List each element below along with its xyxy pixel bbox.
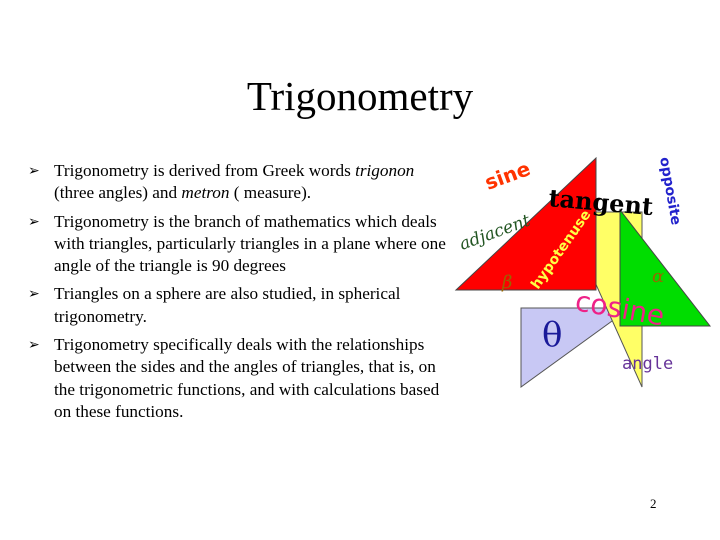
bullet-text-italic: metron bbox=[181, 183, 230, 203]
lavender-triangle bbox=[520, 307, 632, 388]
trigonometry-illustration: sine tangent opposite adjacent hypotenus… bbox=[454, 156, 712, 388]
slide-title: Trigonometry bbox=[246, 73, 474, 119]
bullet-item: ➢ Trigonometry is the branch of mathemat… bbox=[28, 211, 448, 278]
green-triangle bbox=[619, 208, 712, 327]
bullet-text: ( measure). bbox=[229, 183, 312, 203]
red-triangle bbox=[454, 156, 597, 291]
alpha-label: α bbox=[652, 266, 664, 287]
page-number: 2 bbox=[650, 496, 657, 511]
bullet-item: ➢ Trigonometry specifically deals with t… bbox=[28, 334, 448, 423]
arrow-bullet-icon: ➢ bbox=[28, 213, 40, 230]
arrow-bullet-icon: ➢ bbox=[28, 286, 40, 303]
bullet-text: Trigonometry is the branch of mathematic… bbox=[54, 211, 446, 276]
arrow-bullet-icon: ➢ bbox=[28, 163, 40, 179]
bullet-list: ➢ Trigonometry is derived from Greek wor… bbox=[28, 160, 448, 429]
bullet-text: Triangles on a sphere are also studied, … bbox=[54, 284, 401, 326]
bullet-item: ➢ Triangles on a sphere are also studied… bbox=[28, 283, 448, 328]
bullet-item: ➢ Trigonometry is derived from Greek wor… bbox=[28, 160, 448, 205]
angle-label: angle bbox=[622, 354, 673, 374]
bullet-text: Trigonometry specifically deals with the… bbox=[54, 335, 440, 421]
bullet-text-italic: trigonon bbox=[355, 161, 415, 180]
beta-label: β bbox=[501, 272, 512, 293]
bullet-text: (three angles) and bbox=[54, 183, 182, 203]
bullet-text: Trigonometry is derived from Greek words bbox=[54, 161, 356, 180]
arrow-bullet-icon: ➢ bbox=[28, 337, 40, 354]
sine-label: sine bbox=[482, 156, 534, 194]
opposite-label: opposite bbox=[656, 156, 684, 226]
theta-label: θ bbox=[542, 315, 562, 355]
